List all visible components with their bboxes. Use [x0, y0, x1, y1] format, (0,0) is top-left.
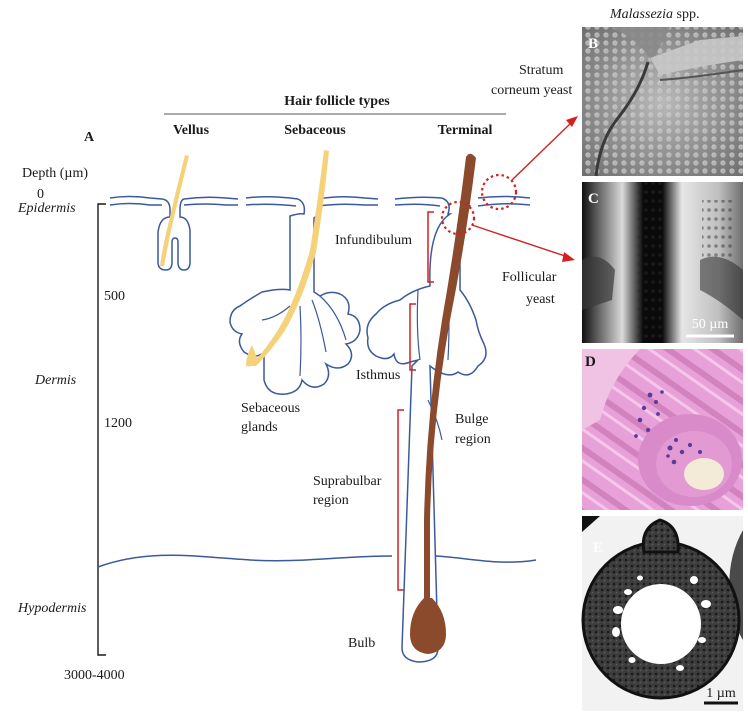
vellus-follicle — [157, 155, 191, 271]
sebaceous-hair — [250, 150, 329, 366]
isthmus-bracket — [409, 303, 416, 371]
label-bulb: Bulb — [348, 636, 375, 651]
region-brackets — [397, 211, 434, 591]
scale-label-c: 50 µm — [692, 317, 729, 332]
follicular-arrow — [471, 224, 569, 258]
panel-e-letter: E — [593, 540, 603, 556]
label-sebaceous-glands-2: glands — [241, 420, 278, 435]
type-sebaceous: Sebaceous — [284, 123, 346, 138]
follicular-arrow-head — [562, 252, 575, 262]
panel-a-schematic: A Hair follicle types Vellus Sebaceous T… — [17, 63, 578, 683]
layer-epidermis: Epidermis — [17, 201, 76, 216]
panel-a-letter: A — [84, 130, 95, 145]
stratum-arrow — [511, 121, 573, 181]
hair-bulb — [410, 598, 446, 654]
sebaceous-hair-tip — [246, 345, 258, 367]
depth-tick-500: 500 — [104, 289, 125, 304]
depth-tick-0: 0 — [37, 187, 44, 202]
callout-stratum-1: Stratum — [519, 63, 563, 78]
label-sebaceous-glands-1: Sebaceous — [241, 401, 300, 416]
panel-d-histology: D — [582, 349, 743, 510]
panel-c-fluorescence: 50 µm C — [582, 182, 743, 343]
panel-d-letter: D — [585, 354, 596, 370]
callout-stratum-2: corneum yeast — [491, 83, 572, 98]
depth-axis — [97, 203, 106, 656]
infundibulum-bracket — [427, 211, 434, 283]
label-suprabulbar-1: Suprabulbar — [313, 474, 382, 489]
label-infundibulum: Infundibulum — [335, 233, 412, 248]
scale-label-e: 1 µm — [706, 686, 736, 701]
layer-dermis: Dermis — [34, 373, 77, 388]
type-terminal: Terminal — [438, 123, 493, 138]
label-suprabulbar-2: region — [313, 493, 349, 508]
sebaceous-follicle — [229, 150, 361, 395]
panel-b-sem: B — [582, 27, 744, 177]
depth-title: Depth (µm) — [22, 166, 88, 181]
group-title: Hair follicle types — [284, 94, 390, 109]
label-isthmus: Isthmus — [356, 368, 400, 383]
label-bulge-2: region — [455, 432, 491, 447]
callout-follicular-2: yeast — [526, 292, 555, 307]
depth-tick-3000: 3000-4000 — [64, 668, 125, 683]
stratum-arrow-head — [566, 116, 578, 127]
panel-c-letter: C — [588, 191, 599, 207]
terminal-hair — [424, 153, 476, 600]
vellus-hair — [160, 155, 189, 266]
callout-follicular-1: Follicular — [502, 270, 557, 285]
depth-tick-1200: 1200 — [104, 416, 132, 431]
suprabulbar-bracket — [397, 409, 404, 591]
terminal-follicle — [366, 153, 487, 663]
hypodermis-boundary — [97, 554, 537, 568]
label-bulge-1: Bulge — [455, 412, 488, 427]
follicular-circle — [440, 200, 476, 236]
type-vellus: Vellus — [173, 123, 210, 138]
stratum-corneum-circle — [480, 173, 518, 211]
epidermis-lines — [109, 195, 531, 207]
panel-b-letter: B — [588, 36, 598, 52]
organism-label: Malassezia spp. — [609, 7, 699, 22]
layer-hypodermis: Hypodermis — [17, 601, 87, 616]
panel-e-tem: 1 µm E — [581, 516, 743, 711]
